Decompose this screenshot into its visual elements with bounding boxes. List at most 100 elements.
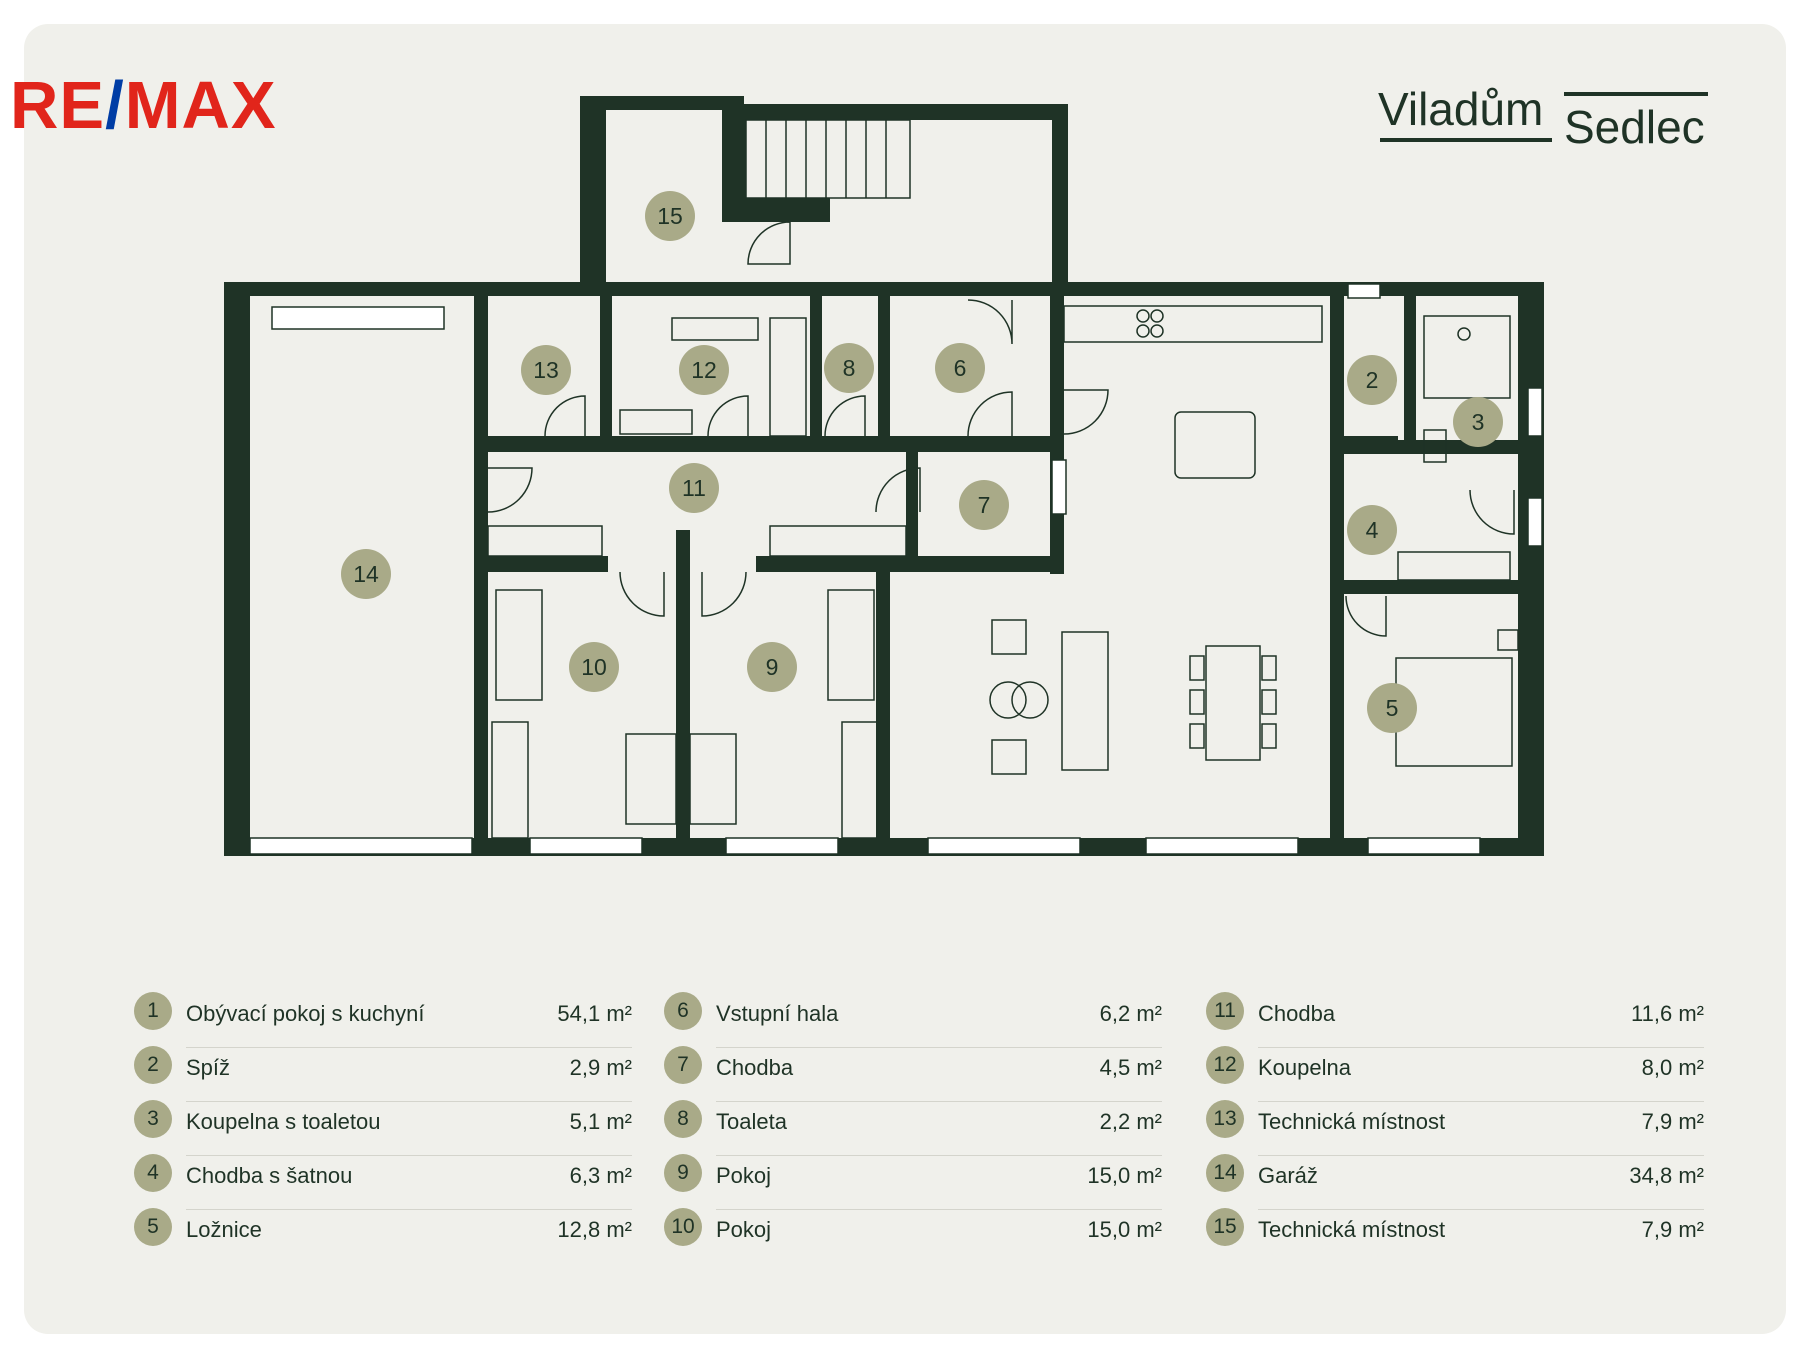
brand-word-sedlec: Sedlec [1564,101,1705,153]
legend-row: 8 Toaleta 2,2 m² [664,1100,1162,1156]
room-badge-circle [935,343,985,393]
room-number-badge: 3 [134,1100,172,1138]
room-badge-9: 9 [747,642,797,692]
room-badge-circle [1347,355,1397,405]
room-area: 2,9 m² [569,1055,632,1080]
room-area: 6,3 m² [569,1163,632,1188]
room-badge-13: 13 [521,345,571,395]
brand-overline [1564,92,1708,96]
windows [249,283,1543,855]
legend-row: 7 Chodba 4,5 m² [664,1046,1162,1102]
remax-logo-max: MAX [124,68,277,143]
room-number-badge: 14 [1206,1154,1244,1192]
legend-row: 1 Obývací pokoj s kuchyní 54,1 m² [134,992,632,1048]
legend-row: 3 Koupelna s toaletou 5,1 m² [134,1100,632,1156]
room-name: Spíž [186,1055,231,1080]
plan-badges: 15 13 12 8 6 2 3 11 7 4 14 10 9 5 [341,191,1503,733]
room-name: Pokoj [716,1163,772,1188]
room-number-badge: 10 [664,1208,702,1246]
room-badge-label: 6 [954,355,967,381]
remax-logo-slash: / [105,68,125,143]
room-area: 34,8 m² [1629,1163,1704,1188]
room-badge-circle [1367,683,1417,733]
room-badge-10: 10 [569,642,619,692]
room-name: Vstupní hala [716,1001,839,1026]
room-badge-15: 15 [645,191,695,241]
room-badge-circle [645,191,695,241]
room-name: Toaleta [716,1109,787,1134]
legend-row: 14 Garáž 34,8 m² [1206,1154,1704,1210]
room-area: 5,1 m² [569,1109,632,1134]
room-badge-circle [959,480,1009,530]
room-badge-4: 4 [1347,505,1397,555]
room-badge-circle [679,345,729,395]
interior-walls [474,294,1518,846]
room-badge-8: 8 [824,343,874,393]
room-area: 7,9 m² [1641,1109,1704,1134]
legend-row: 5 Ložnice 12,8 m² [134,1208,632,1263]
room-area: 8,0 m² [1641,1055,1704,1080]
room-badge-circle [669,463,719,513]
room-number-badge: 15 [1206,1208,1244,1246]
room-name: Chodba [1258,1001,1336,1026]
room-badge-label: 4 [1366,517,1379,543]
room-name: Ložnice [186,1217,262,1242]
floor-plan-card [24,24,1786,1334]
room-badge-circle [341,549,391,599]
room-number-badge: 6 [664,992,702,1030]
room-area: 7,9 m² [1641,1217,1704,1242]
room-badge-label: 7 [978,492,991,518]
room-number-badge: 1 [134,992,172,1030]
room-number-badge: 5 [134,1208,172,1246]
room-badge-14: 14 [341,549,391,599]
door-swings [487,299,1515,637]
room-area: 4,5 m² [1099,1055,1162,1080]
room-badge-circle [521,345,571,395]
room-number-badge: 12 [1206,1046,1244,1084]
room-badge-label: 2 [1366,367,1379,393]
room-name: Technická místnost [1258,1109,1446,1134]
room-number-badge: 11 [1206,992,1244,1030]
room-badge-circle [1347,505,1397,555]
room-badge-label: 5 [1386,695,1399,721]
room-name: Obývací pokoj s kuchyní [186,1001,425,1026]
room-number-badge: 8 [664,1100,702,1138]
room-area: 12,8 m² [557,1217,632,1242]
room-badge-label: 11 [682,475,706,501]
room-badge-2: 2 [1347,355,1397,405]
room-name: Garáž [1258,1163,1318,1188]
room-name: Chodba [716,1055,794,1080]
brand-word-viladum: Viladům [1378,83,1544,135]
room-area: 2,2 m² [1099,1109,1162,1134]
room-badge-12: 12 [679,345,729,395]
room-badge-label: 14 [353,561,379,587]
room-name: Koupelna s toaletou [186,1109,381,1134]
room-area: 15,0 m² [1087,1217,1162,1242]
room-badge-circle [569,642,619,692]
room-badge-3: 3 [1453,397,1503,447]
room-badge-label: 13 [533,357,559,383]
room-number-badge: 13 [1206,1100,1244,1138]
room-badge-7: 7 [959,480,1009,530]
room-badge-6: 6 [935,343,985,393]
room-area: 54,1 m² [557,1001,632,1026]
room-number-badge: 7 [664,1046,702,1084]
room-badge-label: 12 [691,357,717,383]
remax-logo: RE/MAX [10,72,277,139]
room-badge-circle [1453,397,1503,447]
viladum-sedlec-logo: Viladům Sedlec [1378,80,1708,150]
room-badge-11: 11 [669,463,719,513]
room-name: Chodba s šatnou [186,1163,353,1188]
